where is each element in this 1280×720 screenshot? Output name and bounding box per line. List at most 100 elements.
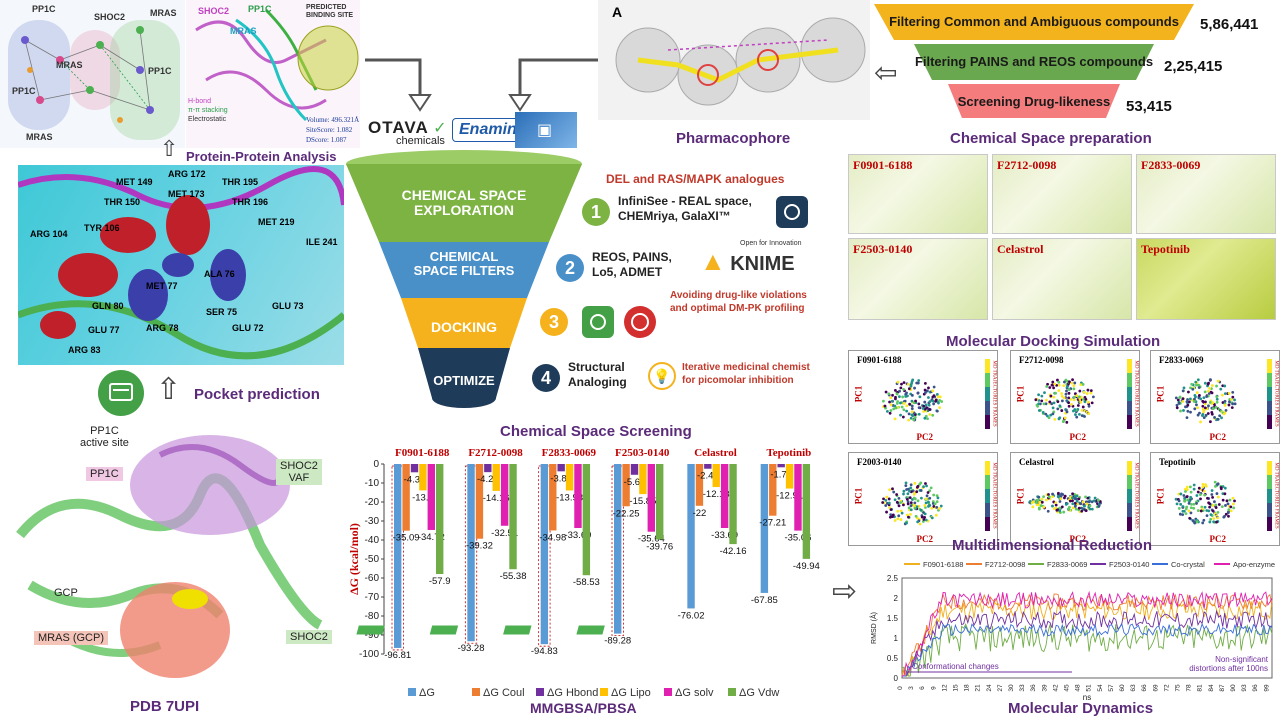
- pca-point: [902, 381, 906, 385]
- pca-point: [1058, 506, 1062, 510]
- pca-point: [1179, 409, 1182, 413]
- pca-point: [1047, 416, 1051, 420]
- pca-point: [1064, 392, 1068, 396]
- pca-point: [1054, 506, 1058, 510]
- legend-label: ΔG: [419, 687, 435, 699]
- knime-logo: ▲ KNIME Open for Innovation: [700, 240, 802, 277]
- pca-point: [1203, 489, 1206, 493]
- pca-point: [1197, 486, 1201, 490]
- pca-point: [1223, 399, 1227, 403]
- pca-x-label: PC2: [916, 534, 934, 544]
- pca-point: [924, 482, 927, 485]
- pca-x-label: PC2: [1069, 432, 1087, 442]
- pca-point: [1046, 382, 1049, 386]
- chem-prep-funnel: Filtering Common and Ambiguous compounds…: [874, 0, 1280, 126]
- md-x-tick-label: 93: [1241, 684, 1248, 692]
- pca-point: [1065, 385, 1069, 389]
- legend-swatch: [472, 688, 480, 696]
- y-tick-label: -70: [365, 592, 380, 603]
- pca-point: [882, 399, 885, 403]
- md-x-tick-label: 30: [1008, 684, 1015, 692]
- pca-point: [887, 497, 891, 501]
- pca-point: [885, 510, 888, 514]
- screening-title: Chemical Space Screening: [500, 423, 692, 440]
- pca-point: [1205, 395, 1209, 398]
- bar: [565, 464, 574, 491]
- pca-point: [1052, 386, 1055, 390]
- pca-point: [1210, 384, 1214, 387]
- md-y-tick-label: 0.5: [887, 654, 899, 663]
- pca-point: [1075, 415, 1079, 419]
- pca-point: [1196, 413, 1200, 417]
- docking-caption: Molecular Docking Simulation: [946, 333, 1161, 350]
- bar-value-label: -14.16: [483, 493, 510, 504]
- pca-scatter: [1174, 461, 1272, 531]
- pca-point: [895, 392, 899, 396]
- pca-point: [927, 386, 930, 390]
- pca-point: [927, 500, 930, 504]
- pca-point: [1060, 394, 1064, 398]
- pca-point: [899, 413, 902, 417]
- pca-point: [1223, 486, 1227, 490]
- pca-point: [935, 505, 939, 509]
- pocket-surface-graphic: [18, 166, 344, 360]
- md-caption: Molecular Dynamics: [1008, 700, 1154, 717]
- pca-point: [1207, 509, 1211, 513]
- pca-point: [1052, 395, 1056, 399]
- bar: [769, 464, 777, 516]
- bar: [394, 464, 402, 648]
- colorbar-segment: [1267, 461, 1272, 475]
- pdb-label-gcp: GCP: [54, 587, 78, 599]
- pca-point: [1176, 398, 1180, 402]
- pca-point: [1062, 510, 1066, 514]
- y-tick-label: -100: [359, 649, 379, 660]
- category-label: F2503-0140: [615, 447, 670, 459]
- pca-point: [1227, 403, 1231, 407]
- bar-value-label: -89.28: [604, 636, 631, 647]
- pca-point: [1062, 396, 1066, 400]
- pca-point: [1043, 391, 1046, 394]
- pharmacophore-image: A: [598, 0, 870, 120]
- pca-point: [921, 407, 925, 410]
- pca-point: [1204, 413, 1208, 417]
- pca-point: [1060, 505, 1064, 509]
- step-2-badge: 2: [556, 254, 584, 282]
- pca-point: [1097, 505, 1101, 508]
- dock-label: Tepotinib: [1141, 242, 1190, 256]
- pca-point: [1074, 413, 1077, 416]
- pca-colorbar-label: MD TRAJECTORIES FRAMES: [1133, 360, 1139, 427]
- pca-point: [1210, 412, 1214, 416]
- colorbar-segment: [1127, 387, 1132, 401]
- pca-point: [1086, 496, 1090, 500]
- pca-point: [938, 406, 942, 409]
- bar: [712, 464, 720, 488]
- pca-point: [1233, 499, 1236, 503]
- md-x-tick-label: 33: [1019, 684, 1026, 692]
- pca-point: [1189, 485, 1192, 489]
- pca-point: [919, 489, 923, 492]
- residue-glu77: GLU 77: [88, 325, 120, 335]
- md-legend-label: Apo-enzyme: [1233, 560, 1275, 569]
- interaction-legend-pipi: π-π stacking: [188, 107, 228, 114]
- pca-point: [1070, 381, 1074, 385]
- pca-x-label: PC2: [1209, 432, 1227, 442]
- colorbar-segment: [1267, 489, 1272, 503]
- pca-point: [900, 511, 904, 515]
- step-1-text: InfiniSee - REAL space, CHEMriya, GalaXI…: [618, 194, 752, 223]
- pca-point: [905, 498, 909, 501]
- legend-label: ΔG Coul: [483, 687, 525, 699]
- pca-point: [1196, 406, 1200, 410]
- qualified-badge: [503, 625, 532, 635]
- pca-point: [1184, 512, 1188, 516]
- pca-point: [883, 404, 887, 408]
- colorbar-segment: [1267, 401, 1272, 415]
- pca-point: [1177, 507, 1181, 510]
- bar: [794, 464, 802, 531]
- pca-y-label: PC1: [853, 487, 864, 505]
- pca-point: [1060, 409, 1064, 412]
- pca-point: [936, 395, 940, 399]
- docking-tool-icon-1: [582, 306, 614, 338]
- pca-point: [938, 398, 942, 402]
- bar: [410, 464, 419, 473]
- bar-value-label: -1.74: [770, 469, 792, 480]
